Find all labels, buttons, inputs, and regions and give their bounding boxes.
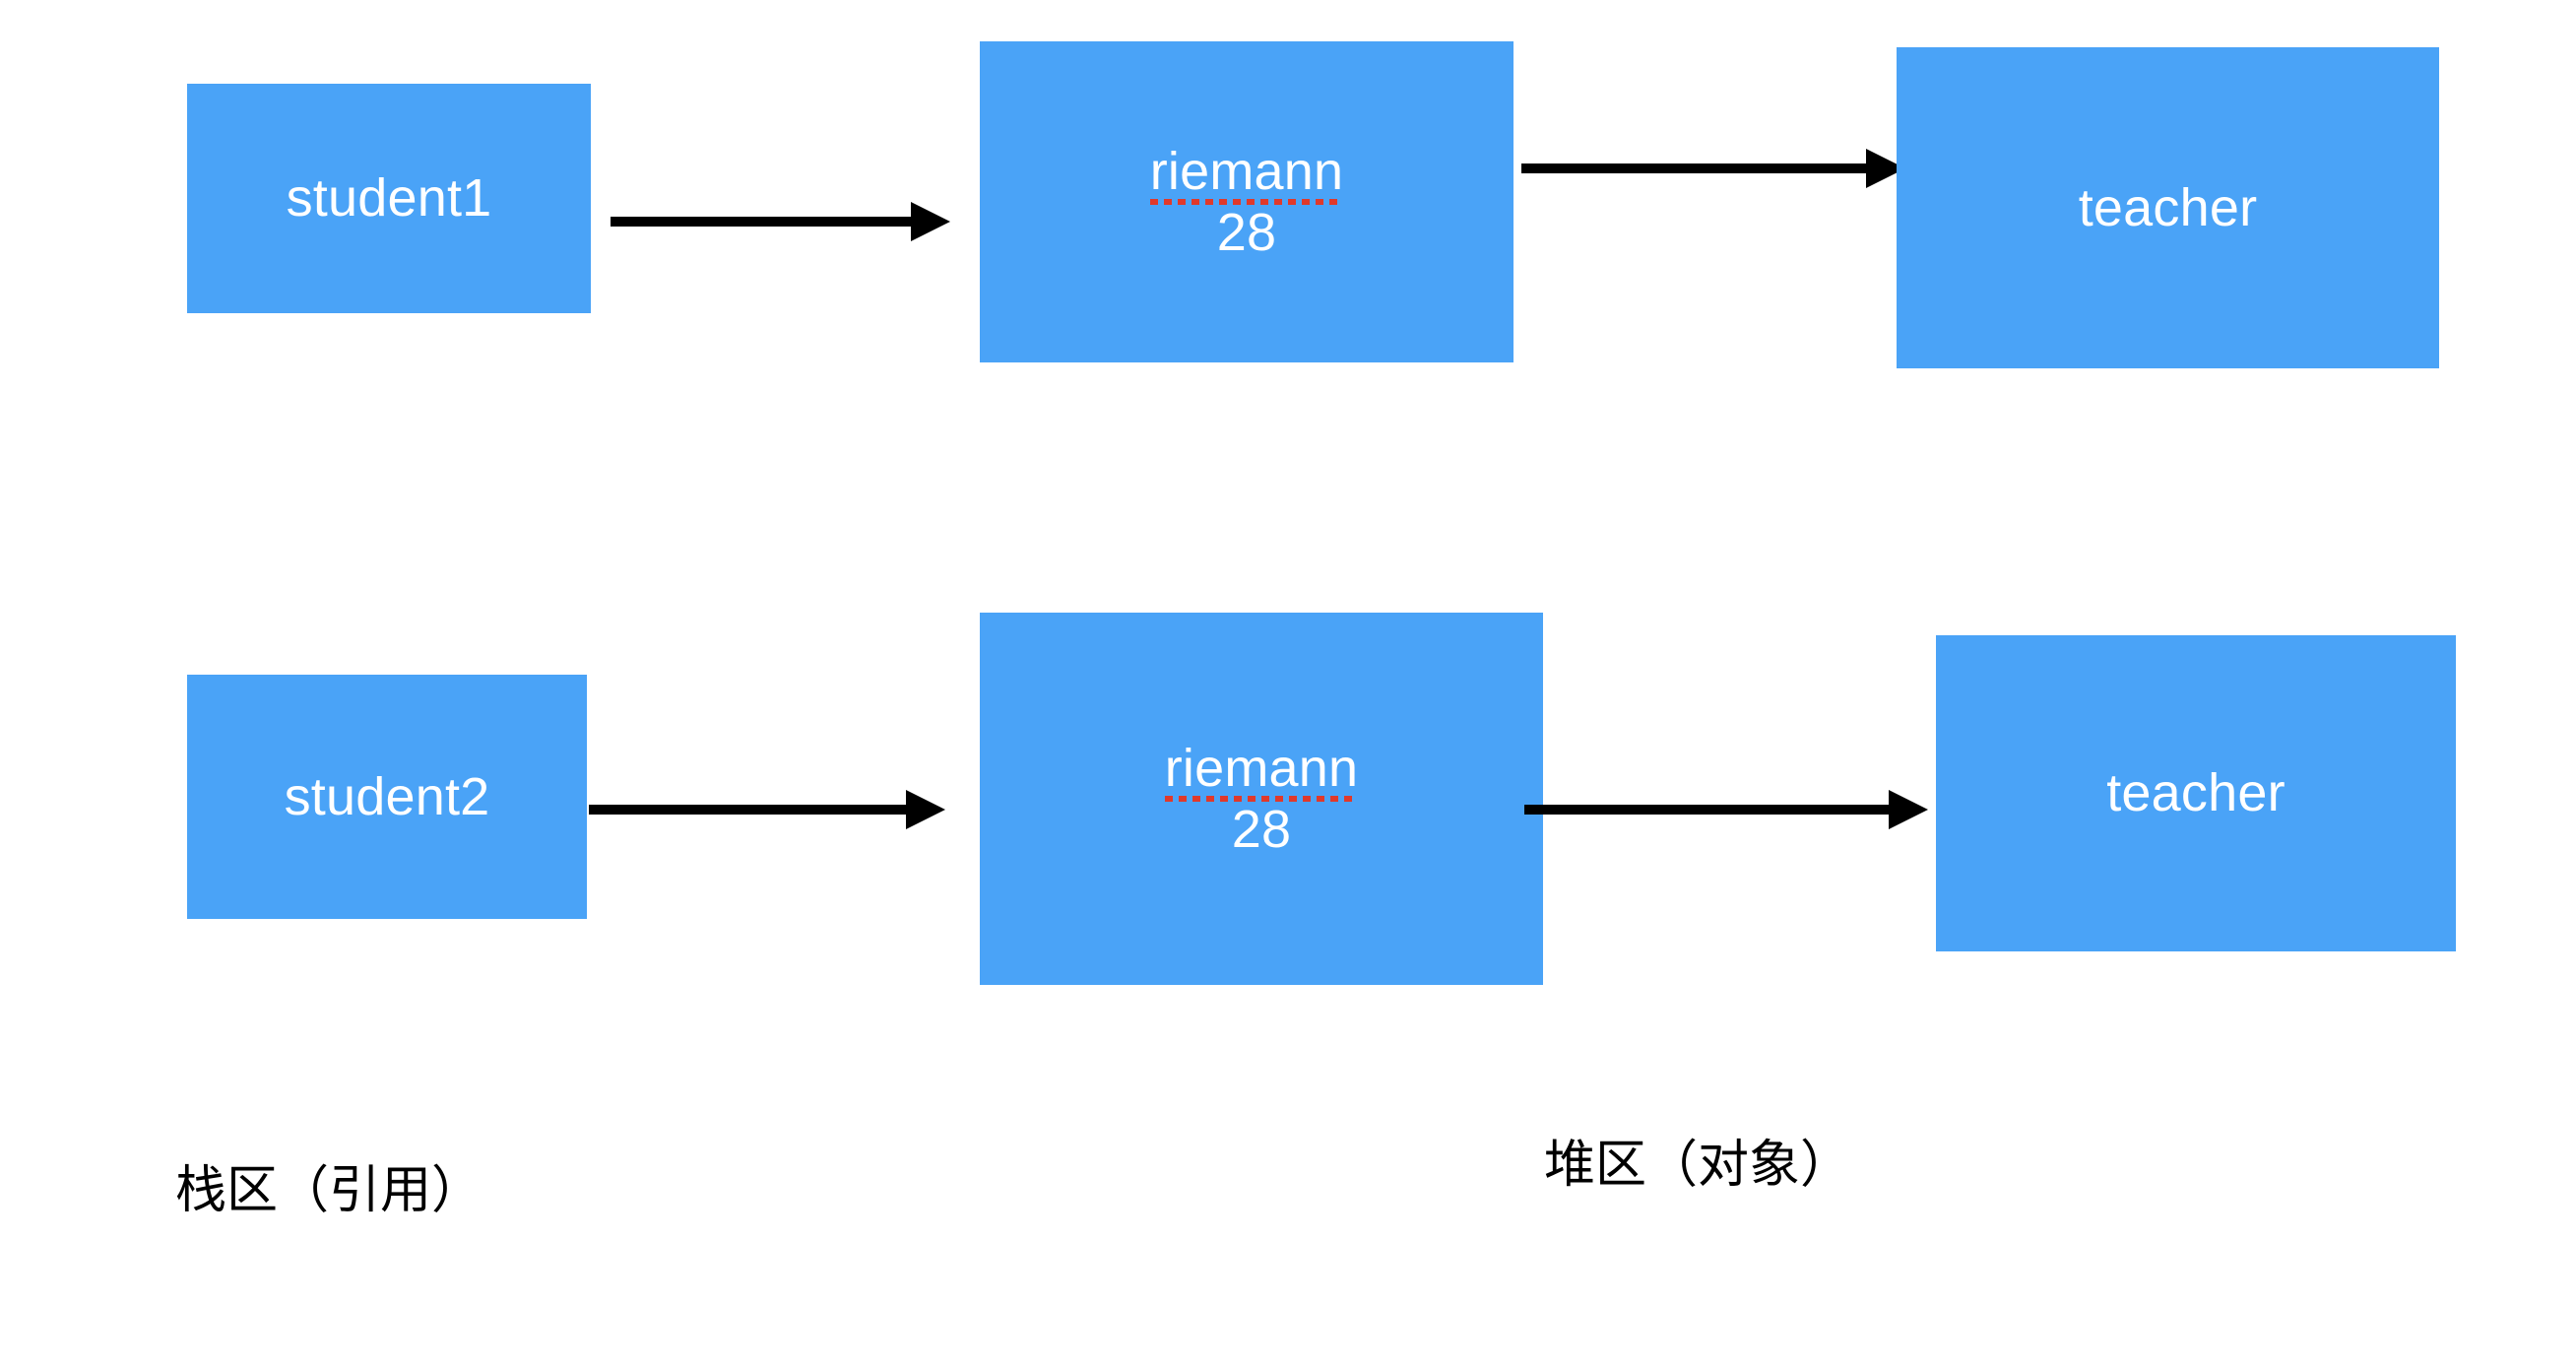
- node-label-riemann-name-2: riemann: [1164, 739, 1359, 803]
- caption-stack-region: 栈区（引用）: [175, 1161, 483, 1220]
- arrow-shaft: [1521, 163, 1866, 173]
- arrow-head-icon: [1889, 790, 1928, 829]
- arrow-riemann-to-teacher-2: [1524, 790, 1928, 829]
- node-label-student1: student1: [286, 168, 492, 228]
- arrow-student1-to-riemann: [611, 202, 950, 241]
- arrow-head-icon: [911, 202, 950, 241]
- node-label-riemann-age-2: 28: [1231, 800, 1292, 859]
- heap-node-teacher-1[interactable]: teacher: [1897, 47, 2439, 368]
- arrow-riemann-to-teacher-1: [1521, 149, 1905, 188]
- node-label-teacher-1: teacher: [2078, 177, 2258, 237]
- heap-node-teacher-2[interactable]: teacher: [1936, 635, 2456, 951]
- node-label-teacher-2: teacher: [2106, 763, 2286, 823]
- node-label-student2: student2: [284, 766, 490, 826]
- arrow-student2-to-riemann: [589, 790, 945, 829]
- node-label-riemann-age-1: 28: [1216, 203, 1277, 262]
- heap-node-riemann-2[interactable]: riemann 28: [980, 613, 1543, 985]
- stack-node-student2[interactable]: student2: [187, 675, 587, 919]
- stack-node-student1[interactable]: student1: [187, 84, 591, 313]
- arrow-head-icon: [906, 790, 945, 829]
- arrow-shaft: [611, 217, 911, 227]
- arrow-shaft: [589, 805, 906, 815]
- node-label-riemann-name-1: riemann: [1149, 142, 1344, 206]
- arrow-shaft: [1524, 805, 1889, 815]
- caption-heap-region: 堆区（对象）: [1544, 1136, 1852, 1195]
- heap-node-riemann-1[interactable]: riemann 28: [980, 41, 1513, 362]
